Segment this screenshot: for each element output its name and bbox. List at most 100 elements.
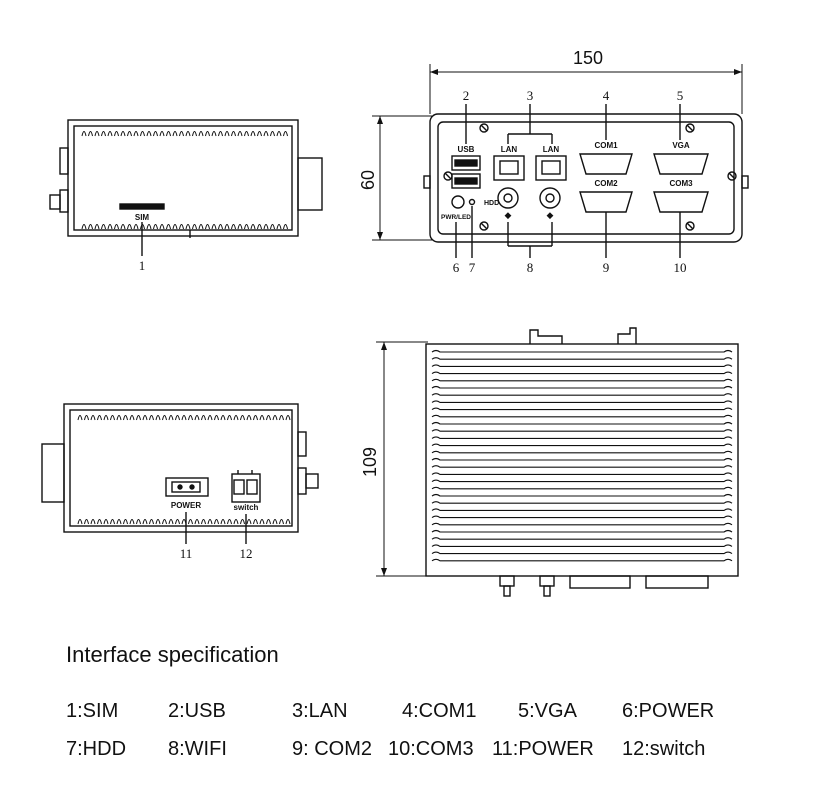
fin bbox=[114, 224, 119, 230]
power-connector bbox=[165, 477, 209, 497]
fin bbox=[172, 224, 178, 230]
fin bbox=[231, 224, 236, 230]
fin bbox=[214, 415, 219, 421]
usb-port bbox=[451, 173, 481, 189]
fin bbox=[129, 415, 135, 421]
spec-item: 7:HDD bbox=[66, 738, 127, 760]
fin bbox=[77, 415, 83, 421]
fin bbox=[84, 519, 89, 525]
com3-port bbox=[653, 191, 709, 213]
fin bbox=[272, 519, 278, 525]
lan-label: LAN bbox=[543, 145, 560, 154]
fin bbox=[103, 415, 109, 421]
fin bbox=[431, 544, 733, 547]
callout-5: 5 bbox=[677, 88, 684, 103]
fin bbox=[283, 131, 288, 137]
fin bbox=[181, 415, 187, 421]
technical-drawing: SIM 1 150 60 USB LAN LAN bbox=[41, 48, 749, 597]
sim-label: SIM bbox=[135, 213, 150, 222]
fin bbox=[101, 131, 106, 137]
fin bbox=[192, 224, 197, 230]
fin bbox=[142, 519, 148, 525]
fin bbox=[149, 415, 154, 421]
lan-port bbox=[535, 155, 567, 181]
switch-connector bbox=[231, 473, 261, 503]
fin bbox=[84, 415, 89, 421]
fin bbox=[110, 415, 115, 421]
callout-9: 9 bbox=[603, 260, 610, 275]
fin bbox=[205, 131, 210, 137]
fin bbox=[116, 519, 122, 525]
fin bbox=[257, 224, 262, 230]
fin bbox=[237, 131, 243, 137]
screw-slot bbox=[480, 124, 488, 132]
fin bbox=[90, 415, 96, 421]
fin bbox=[198, 224, 204, 230]
spec-item: 8:WIFI bbox=[168, 738, 227, 760]
fin bbox=[136, 415, 141, 421]
heatsink-fins bbox=[81, 131, 288, 230]
fin bbox=[431, 508, 733, 511]
fin bbox=[103, 519, 109, 525]
spec-item: 4:COM1 bbox=[402, 700, 477, 722]
fin bbox=[159, 131, 165, 137]
fin bbox=[431, 443, 733, 447]
fin bbox=[153, 224, 158, 230]
fin bbox=[431, 529, 733, 533]
fin bbox=[179, 131, 184, 137]
fin bbox=[240, 519, 245, 525]
fin bbox=[285, 519, 291, 525]
spec-item: 3:LAN bbox=[292, 700, 348, 722]
com2-port bbox=[579, 191, 633, 213]
left-side-view: SIM 1 bbox=[49, 119, 323, 273]
fin bbox=[201, 415, 206, 421]
fin bbox=[88, 224, 93, 230]
fin bbox=[127, 131, 132, 137]
fin bbox=[224, 224, 230, 230]
fin bbox=[431, 515, 733, 519]
interface-spec-title: Interface specification bbox=[66, 642, 279, 667]
fin bbox=[133, 224, 139, 230]
callout-6: 6 bbox=[453, 260, 460, 275]
fin bbox=[218, 224, 223, 230]
fin bbox=[194, 519, 200, 525]
fin bbox=[285, 415, 291, 421]
fin bbox=[172, 131, 178, 137]
wifi-antenna bbox=[497, 187, 519, 209]
heatsink-fins bbox=[77, 415, 291, 525]
dimension-150: 150 bbox=[573, 48, 603, 68]
fin bbox=[431, 385, 733, 389]
fin bbox=[431, 558, 733, 562]
spec-item: 2:USB bbox=[168, 700, 226, 722]
screw bbox=[479, 221, 489, 231]
spec-item: 12:switch bbox=[622, 738, 706, 760]
front-view: 150 60 USB LAN LAN COM1 VGA bbox=[358, 48, 749, 275]
fin bbox=[272, 415, 278, 421]
fin bbox=[270, 131, 275, 137]
power-button bbox=[451, 195, 465, 209]
fin bbox=[159, 224, 165, 230]
fin bbox=[127, 224, 132, 230]
com1-port bbox=[579, 153, 633, 175]
lan-port bbox=[493, 155, 525, 181]
fin bbox=[431, 393, 733, 396]
vga-port bbox=[653, 153, 709, 175]
fin bbox=[246, 415, 252, 421]
fin bbox=[257, 131, 262, 137]
fin bbox=[431, 457, 733, 461]
fin bbox=[110, 519, 115, 525]
fin bbox=[146, 131, 152, 137]
com1-label: COM1 bbox=[594, 141, 618, 150]
fin bbox=[431, 357, 733, 360]
fin bbox=[97, 519, 102, 525]
spec-item: 5:VGA bbox=[518, 700, 577, 722]
usb-port bbox=[451, 155, 481, 171]
callout-11: 11 bbox=[180, 546, 193, 561]
dimension-60: 60 bbox=[358, 170, 378, 190]
fin bbox=[188, 415, 193, 421]
switch-label: switch bbox=[234, 503, 259, 512]
fin bbox=[224, 131, 230, 137]
screw-slot bbox=[444, 172, 452, 180]
fin bbox=[431, 472, 733, 475]
fin bbox=[107, 131, 113, 137]
